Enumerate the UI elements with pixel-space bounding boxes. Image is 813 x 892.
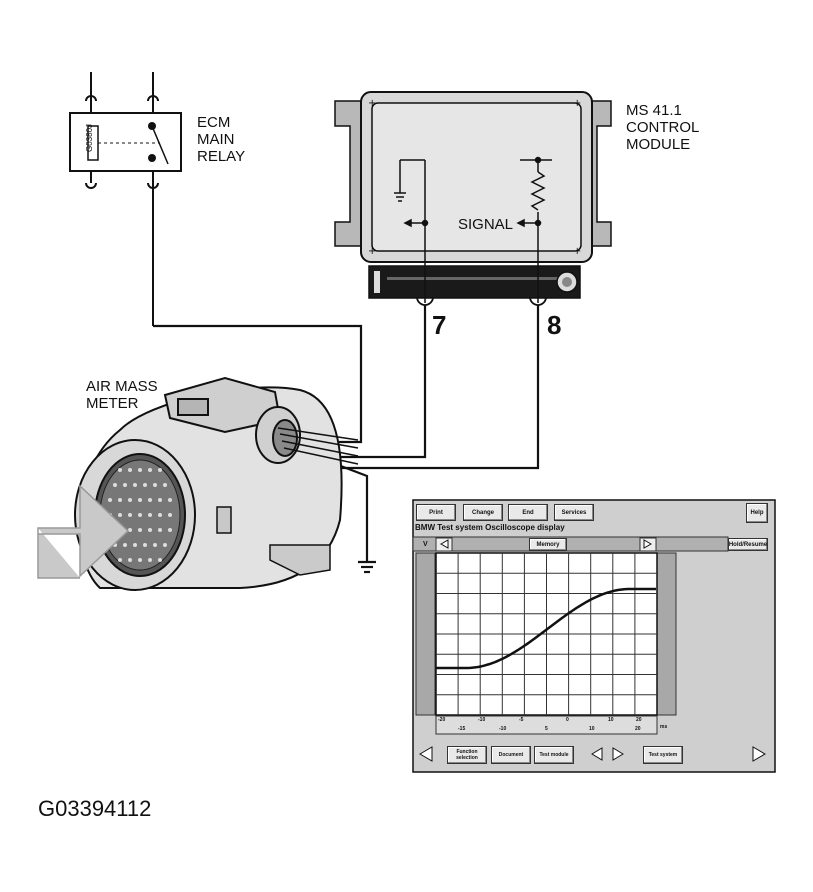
svg-text:+: + <box>573 246 581 257</box>
test-module-button[interactable]: Test module <box>534 746 574 764</box>
relay-label-line: RELAY <box>197 148 246 165</box>
x-tick-bottom: -10 <box>499 726 507 732</box>
control-module-label-line: CONTROL <box>626 119 700 136</box>
signal-label: SIGNAL <box>458 216 514 233</box>
document-button[interactable]: Document <box>491 746 531 764</box>
figure-id: G03394112 <box>38 796 152 821</box>
ecm-main-relay <box>69 72 182 326</box>
x-axis-unit: ms <box>660 724 668 730</box>
pin-connectors <box>416 296 547 306</box>
relay-label-line: MAIN <box>197 131 235 148</box>
control-module-label: MS 41.1 CONTROL MODULE <box>626 102 699 153</box>
memory-button[interactable]: Memory <box>529 538 567 551</box>
relay-code: G0380J <box>85 124 94 152</box>
function-selection-button[interactable]: Function selection <box>447 746 487 764</box>
x-tick-top: -20 <box>438 717 446 723</box>
svg-text:+: + <box>368 246 376 257</box>
x-tick-top: 0 <box>566 717 569 723</box>
x-tick-top: 10 <box>608 717 614 723</box>
air-mass-meter-label: AIR MASS METER <box>86 378 158 412</box>
oscilloscope-trace <box>436 587 656 670</box>
help-button[interactable]: Help <box>746 503 768 523</box>
hold-resume-button[interactable]: Hold/Resume <box>728 538 768 551</box>
meter-mesh <box>108 468 172 562</box>
control-module-label-line: MODULE <box>626 136 691 153</box>
end-button[interactable]: End <box>508 504 548 521</box>
air-mass-meter-label-line: METER <box>86 395 139 412</box>
airflow-arrow <box>37 484 130 579</box>
module-circuit <box>394 156 552 303</box>
meter-wire-bundle <box>277 427 359 465</box>
x-tick-bottom: 5 <box>545 726 548 732</box>
air-mass-meter-label-line: AIR MASS <box>86 378 158 395</box>
oscilloscope-grid <box>436 553 657 715</box>
pin-8-label: 8 <box>547 310 562 340</box>
x-tick-bottom: 20 <box>635 726 641 732</box>
x-tick-top: -10 <box>478 717 486 723</box>
pin-7-label: 7 <box>432 310 447 340</box>
x-tick-top: 20 <box>636 717 642 723</box>
relay-label: ECM MAIN RELAY <box>197 114 245 165</box>
y-axis-unit: V <box>423 541 428 548</box>
oscilloscope-title: BMW Test system Oscilloscope display <box>415 523 565 532</box>
x-tick-bottom: 10 <box>589 726 595 732</box>
relay-label-line: ECM <box>197 114 231 131</box>
test-system-button[interactable]: Test system <box>643 746 683 764</box>
print-button[interactable]: Print <box>416 504 456 521</box>
services-button[interactable]: Services <box>554 504 594 521</box>
control-module: + + + + <box>334 91 612 299</box>
svg-text:+: + <box>573 98 581 109</box>
change-button[interactable]: Change <box>463 504 503 521</box>
x-tick-top: -5 <box>519 717 524 723</box>
control-module-label-line: MS 41.1 <box>626 102 682 119</box>
svg-text:+: + <box>368 98 376 109</box>
x-tick-bottom: -15 <box>458 726 466 732</box>
